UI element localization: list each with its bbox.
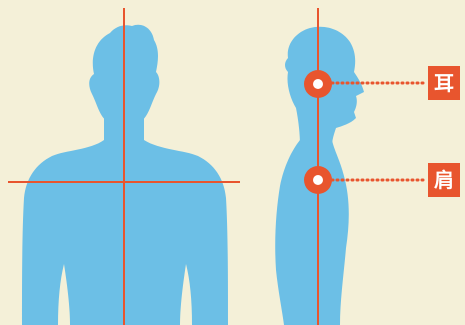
shoulder-label: 肩: [428, 163, 460, 197]
ear-label: 耳: [428, 66, 460, 100]
shoulder-ring-marker-icon: [304, 166, 332, 194]
ear-ring-marker-icon: [304, 70, 332, 98]
